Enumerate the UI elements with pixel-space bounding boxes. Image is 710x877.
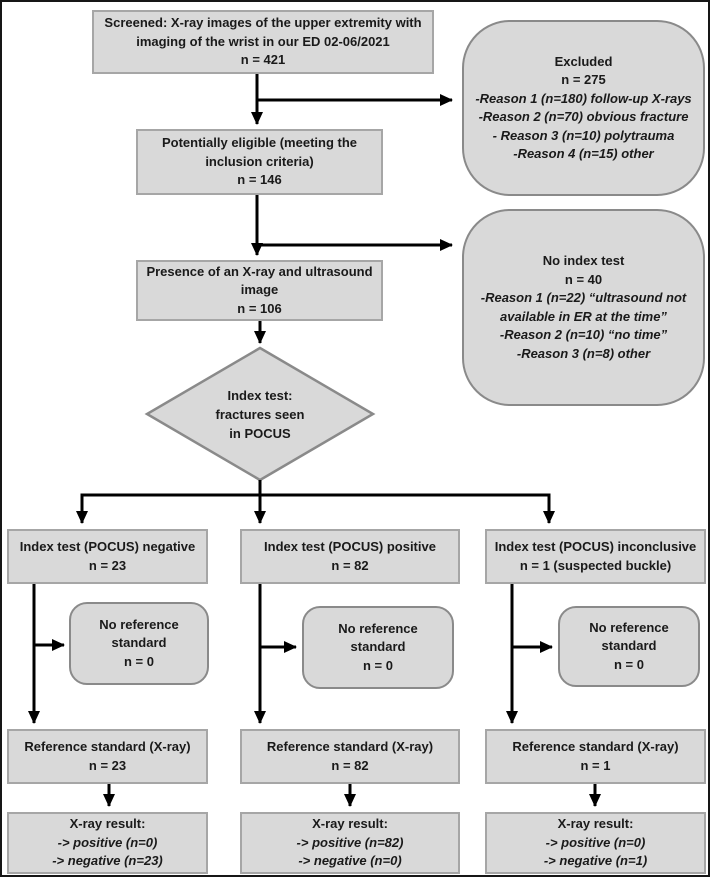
no-ref-text: standard	[350, 639, 406, 655]
pocus-inconclusive-count: n = 1 (suspected buckle)	[519, 557, 672, 573]
no-index-test-reason: -Reason 1 (n=22) “ultrasound not	[480, 290, 687, 305]
excluded-reason: -Reason 1 (n=180) follow-up X-rays	[475, 90, 692, 106]
decision-text: in POCUS	[229, 425, 291, 441]
pocus-positive-box: Index test (POCUS) positive n = 82	[240, 529, 460, 584]
pocus-negative-text: Index test (POCUS) negative	[19, 539, 196, 554]
presence-box: Presence of an X-ray and ultrasound imag…	[136, 260, 383, 321]
xray-result-middle-box: X-ray result: -> positive (n=82) -> nega…	[240, 812, 460, 874]
excluded-reason: -Reason 2 (n=70) obvious fracture	[478, 109, 689, 124]
pocus-negative-box: Index test (POCUS) negative n = 23	[7, 529, 208, 584]
eligible-count: n = 146	[237, 172, 282, 188]
eligible-text: Potentially eligible (meeting the	[161, 135, 358, 151]
presence-text: image	[240, 282, 279, 298]
reference-standard-count: n = 1	[580, 757, 611, 773]
no-index-test-title: No index test	[542, 253, 625, 268]
no-reference-standard-middle-box: No reference standard n = 0	[302, 606, 454, 689]
xray-result-title: X-ray result:	[312, 816, 388, 832]
no-ref-text: standard	[111, 635, 167, 651]
xray-result-negative: -> negative (n=0)	[298, 853, 402, 869]
pocus-positive-count: n = 82	[331, 557, 369, 573]
no-index-test-count: n = 40	[564, 271, 603, 287]
reference-standard-right-box: Reference standard (X-ray) n = 1	[485, 729, 706, 784]
no-ref-text: standard	[601, 638, 657, 654]
xray-result-negative: -> negative (n=1)	[543, 853, 648, 869]
screened-text: Screened: X-ray images of the upper extr…	[104, 15, 422, 31]
reference-standard-text: Reference standard (X-ray)	[512, 739, 679, 754]
eligible-box: Potentially eligible (meeting the inclus…	[136, 129, 383, 195]
no-index-test-reason: -Reason 3 (n=8) other	[516, 345, 651, 361]
xray-result-positive: -> positive (n=0)	[545, 834, 646, 850]
xray-result-left-box: X-ray result: -> positive (n=0) -> negat…	[7, 812, 208, 874]
pocus-inconclusive-text: Index test (POCUS) inconclusive	[494, 539, 697, 554]
no-reference-standard-left-box: No reference standard n = 0	[69, 602, 209, 685]
no-ref-count: n = 0	[363, 657, 393, 673]
xray-result-title: X-ray result:	[557, 816, 634, 832]
xray-result-negative: -> negative (n=23)	[52, 853, 163, 869]
xray-result-positive: -> positive (n=82)	[296, 834, 404, 850]
reference-standard-count: n = 82	[331, 757, 369, 773]
excluded-box: Excluded n = 275 -Reason 1 (n=180) follo…	[462, 20, 705, 196]
excluded-title: Excluded	[554, 53, 613, 69]
presence-count: n = 106	[237, 300, 282, 316]
excluded-count: n = 275	[561, 72, 606, 87]
screened-box: Screened: X-ray images of the upper extr…	[92, 10, 434, 74]
eligible-text: inclusion criteria)	[205, 153, 314, 169]
reference-standard-text: Reference standard (X-ray)	[24, 739, 191, 754]
no-ref-count: n = 0	[124, 653, 154, 669]
decision-text: fractures seen	[215, 406, 305, 422]
no-ref-text: No reference	[589, 619, 669, 635]
no-index-test-reason: -Reason 2 (n=10) “no time”	[499, 327, 668, 342]
pocus-positive-text: Index test (POCUS) positive	[264, 539, 436, 554]
reference-standard-middle-box: Reference standard (X-ray) n = 82	[240, 729, 460, 784]
no-ref-text: No reference	[338, 620, 418, 636]
decision-text: Index test:	[227, 387, 293, 403]
no-index-test-box: No index test n = 40 -Reason 1 (n=22) “u…	[462, 209, 705, 406]
no-ref-text: No reference	[99, 616, 179, 632]
xray-result-right-box: X-ray result: -> positive (n=0) -> negat…	[485, 812, 706, 874]
reference-standard-text: Reference standard (X-ray)	[266, 739, 434, 754]
reference-standard-count: n = 23	[88, 757, 127, 773]
xray-result-positive: -> positive (n=0)	[57, 834, 158, 850]
screened-count: n = 421	[240, 52, 286, 68]
presence-text: Presence of an X-ray and ultrasound	[146, 263, 373, 279]
decision-diamond-label: Index test: fractures seen in POCUS	[170, 385, 350, 443]
pocus-inconclusive-box: Index test (POCUS) inconclusive n = 1 (s…	[485, 529, 706, 584]
xray-result-title: X-ray result:	[69, 816, 146, 832]
excluded-reason: -Reason 4 (n=15) other	[513, 146, 654, 161]
reference-standard-left-box: Reference standard (X-ray) n = 23	[7, 729, 208, 784]
no-reference-standard-right-box: No reference standard n = 0	[558, 606, 700, 687]
no-index-test-reason: available in ER at the time”	[500, 308, 667, 324]
screened-text: imaging of the wrist in our ED 02-06/202…	[136, 33, 390, 49]
pocus-negative-count: n = 23	[88, 557, 127, 573]
no-ref-count: n = 0	[614, 656, 644, 672]
excluded-reason: - Reason 3 (n=10) polytrauma	[492, 127, 675, 143]
